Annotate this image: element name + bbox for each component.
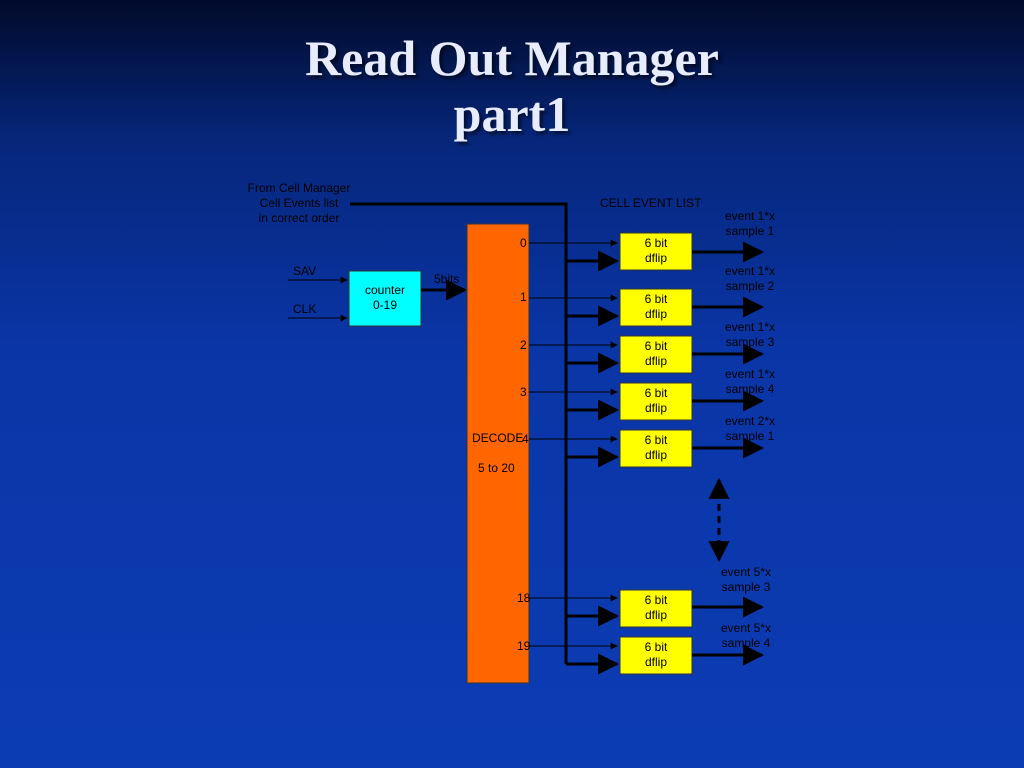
- dflip-label-19-line1: 6 bit: [644, 640, 668, 654]
- dflip-label-19-line2: dflip: [644, 655, 667, 669]
- cell-event-list-label: CELL EVENT LIST: [600, 196, 702, 210]
- output-label-1: event 1*x sample 2: [714, 264, 786, 294]
- decoder-index-0: 0: [520, 236, 527, 250]
- input-source-line1: From Cell Manager: [247, 181, 351, 195]
- dflip-block-19: [619, 636, 693, 675]
- output-label-2-line1: event 1*x: [724, 320, 776, 334]
- dflip-label-1-line1: 6 bit: [644, 292, 668, 306]
- dflip-block-0: [619, 232, 693, 271]
- input-source-line2: Cell Events list: [259, 196, 339, 210]
- dflip-label-18-line2: dflip: [644, 608, 667, 622]
- output-label-19: event 5*x sample 4: [710, 621, 782, 651]
- dflip-label-0-line1: 6 bit: [644, 236, 668, 250]
- decoder-index-19: 19: [517, 639, 531, 653]
- dflip-label-4-line2: dflip: [644, 448, 667, 462]
- input-source-line3: in correct order: [258, 211, 340, 225]
- decoder-index-1: 1: [520, 290, 527, 304]
- output-label-2: event 1*x sample 3: [714, 320, 786, 350]
- dflip-label-3-line2: dflip: [644, 401, 667, 415]
- dflip-label-3: 6 bit dflip: [620, 386, 692, 416]
- dflip-label-0-line2: dflip: [644, 251, 667, 265]
- dflip-label-1-line2: dflip: [644, 307, 667, 321]
- dflip-label-4-line1: 6 bit: [644, 433, 668, 447]
- dflip-label-0: 6 bit dflip: [620, 236, 692, 266]
- output-label-18: event 5*x sample 3: [710, 565, 782, 595]
- output-label-1-line2: sample 2: [725, 279, 775, 293]
- dflip-label-1: 6 bit dflip: [620, 292, 692, 322]
- dflip-label-3-line1: 6 bit: [644, 386, 668, 400]
- dflip-label-4: 6 bit dflip: [620, 433, 692, 463]
- dflip-block-18: [619, 589, 693, 628]
- sav-label: SAV: [293, 264, 317, 278]
- output-label-2-line2: sample 3: [725, 335, 775, 349]
- counter-label-line1: counter: [364, 283, 406, 297]
- decoder-label-line1: DECODE: [472, 431, 524, 445]
- output-label-18-line1: event 5*x: [720, 565, 772, 579]
- decoder-index-3: 3: [520, 385, 527, 399]
- output-label-18-line2: sample 3: [721, 580, 771, 594]
- input-source-label: From Cell Manager Cell Events list in co…: [240, 181, 358, 226]
- counter-label-line2: 0-19: [372, 298, 398, 312]
- output-label-4-line2: sample 1: [725, 429, 775, 443]
- slide-title-line2: part1: [453, 86, 571, 142]
- dflip-label-2: 6 bit dflip: [620, 339, 692, 369]
- dflip-label-2-line2: dflip: [644, 354, 667, 368]
- output-label-1-line1: event 1*x: [724, 264, 776, 278]
- counter-label: counter 0-19: [349, 283, 421, 313]
- output-label-19-line2: sample 4: [721, 636, 771, 650]
- decoder-index-2: 2: [520, 338, 527, 352]
- output-label-19-line1: event 5*x: [720, 621, 772, 635]
- output-label-0-line1: event 1*x: [724, 209, 776, 223]
- decoder-label-line2: 5 to 20: [478, 461, 515, 475]
- output-label-3-line1: event 1*x: [724, 367, 776, 381]
- output-label-4-line1: event 2*x: [724, 414, 776, 428]
- dflip-label-18: 6 bit dflip: [620, 593, 692, 623]
- dflip-label-19: 6 bit dflip: [620, 640, 692, 670]
- output-label-0: event 1*x sample 1: [714, 209, 786, 239]
- slide-title-line1: Read Out Manager: [305, 30, 719, 86]
- decoder-block: [466, 223, 530, 684]
- output-label-0-line2: sample 1: [725, 224, 775, 238]
- decoder-index-18: 18: [517, 591, 531, 605]
- dflip-block-4: [619, 429, 693, 468]
- output-label-4: event 2*x sample 1: [714, 414, 786, 444]
- dflip-block-1: [619, 288, 693, 327]
- dflip-block-3: [619, 382, 693, 421]
- dflip-label-2-line1: 6 bit: [644, 339, 668, 353]
- cell-events-bus: [350, 202, 568, 664]
- dflip-label-18-line1: 6 bit: [644, 593, 668, 607]
- decoder-index-4: 4: [522, 432, 529, 446]
- bus-width-label: 5bits: [434, 272, 460, 286]
- counter-block: [348, 270, 422, 327]
- output-label-3: event 1*x sample 4: [714, 367, 786, 397]
- clk-label: CLK: [293, 302, 317, 316]
- output-label-3-line2: sample 4: [725, 382, 775, 396]
- slide-title: Read Out Manager part1: [0, 30, 1024, 142]
